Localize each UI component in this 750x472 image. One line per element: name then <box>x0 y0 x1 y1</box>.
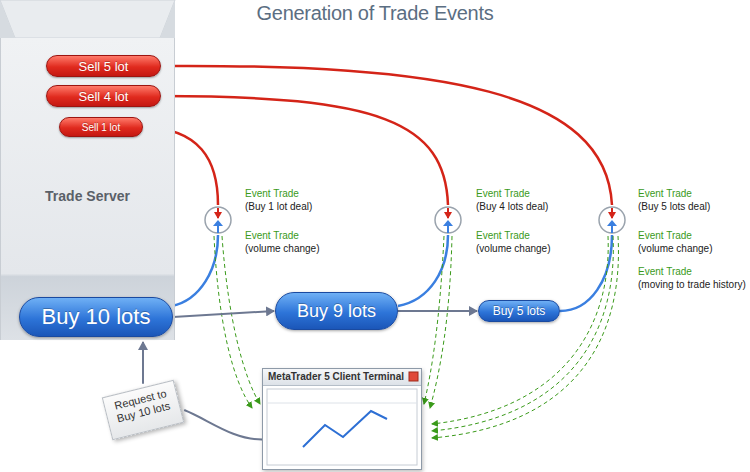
order-label: Sell 5 lot <box>79 59 129 74</box>
event-detail: (moving to trade history) <box>638 279 746 291</box>
sell-curve <box>160 66 612 205</box>
server-roof-side <box>0 0 15 38</box>
event-detail: (volume change) <box>638 243 712 255</box>
volume-curve <box>172 235 218 306</box>
event-point <box>435 207 461 233</box>
event-name: Event Trade <box>245 188 299 200</box>
note-text: Request to Buy 10 lots <box>103 381 181 431</box>
event-name: Event Trade <box>638 188 692 200</box>
event-name: Event Trade <box>638 266 692 278</box>
flow-arrow <box>184 410 262 439</box>
order-label: Sell 1 lot <box>82 122 120 133</box>
order-label: Sell 4 lot <box>79 89 129 104</box>
event-point <box>599 207 625 233</box>
sell-order: Sell 5 lot <box>46 55 161 77</box>
event-name: Event Trade <box>638 230 692 242</box>
flow-arrow <box>142 342 144 384</box>
event-name: Event Trade <box>476 188 530 200</box>
flow-arrow <box>173 311 274 317</box>
sell-order: Sell 4 lot <box>46 85 161 107</box>
buy-position: Buy 5 lots <box>478 300 560 322</box>
window-title: MetaTrader 5 Client Terminal <box>268 371 404 382</box>
volume-curve <box>560 235 612 311</box>
diagram-title: Generation of Trade Events <box>0 2 750 25</box>
event-point <box>205 207 231 233</box>
flow-arrow <box>398 310 477 312</box>
event-name: Event Trade <box>476 230 530 242</box>
event-detail: (Buy 4 lots deal) <box>476 201 548 213</box>
order-label: Buy 5 lots <box>493 304 546 318</box>
order-label: Buy 10 lots <box>42 304 151 330</box>
client-terminal-window: MetaTrader 5 Client Terminal <box>262 368 422 470</box>
sell-order: Sell 1 lot <box>59 117 143 137</box>
buy-position: Buy 9 lots <box>275 292 398 330</box>
server-panel: Trade Server Sell 5 lotSell 4 lotSell 1 l… <box>0 38 175 340</box>
server-roof-side <box>160 0 175 38</box>
order-label: Buy 9 lots <box>297 301 376 322</box>
buy-position: Buy 10 lots <box>19 297 173 337</box>
window-chart <box>263 369 421 469</box>
event-detail: (volume change) <box>476 243 550 255</box>
server-roof <box>0 0 175 38</box>
event-detail: (volume change) <box>245 243 319 255</box>
event-detail: (Buy 5 lots deal) <box>638 201 710 213</box>
server-label: Trade Server <box>1 188 174 204</box>
request-note: Request to Buy 10 lots <box>102 380 184 441</box>
event-name: Event Trade <box>245 230 299 242</box>
event-detail: (Buy 1 lot deal) <box>245 201 312 213</box>
